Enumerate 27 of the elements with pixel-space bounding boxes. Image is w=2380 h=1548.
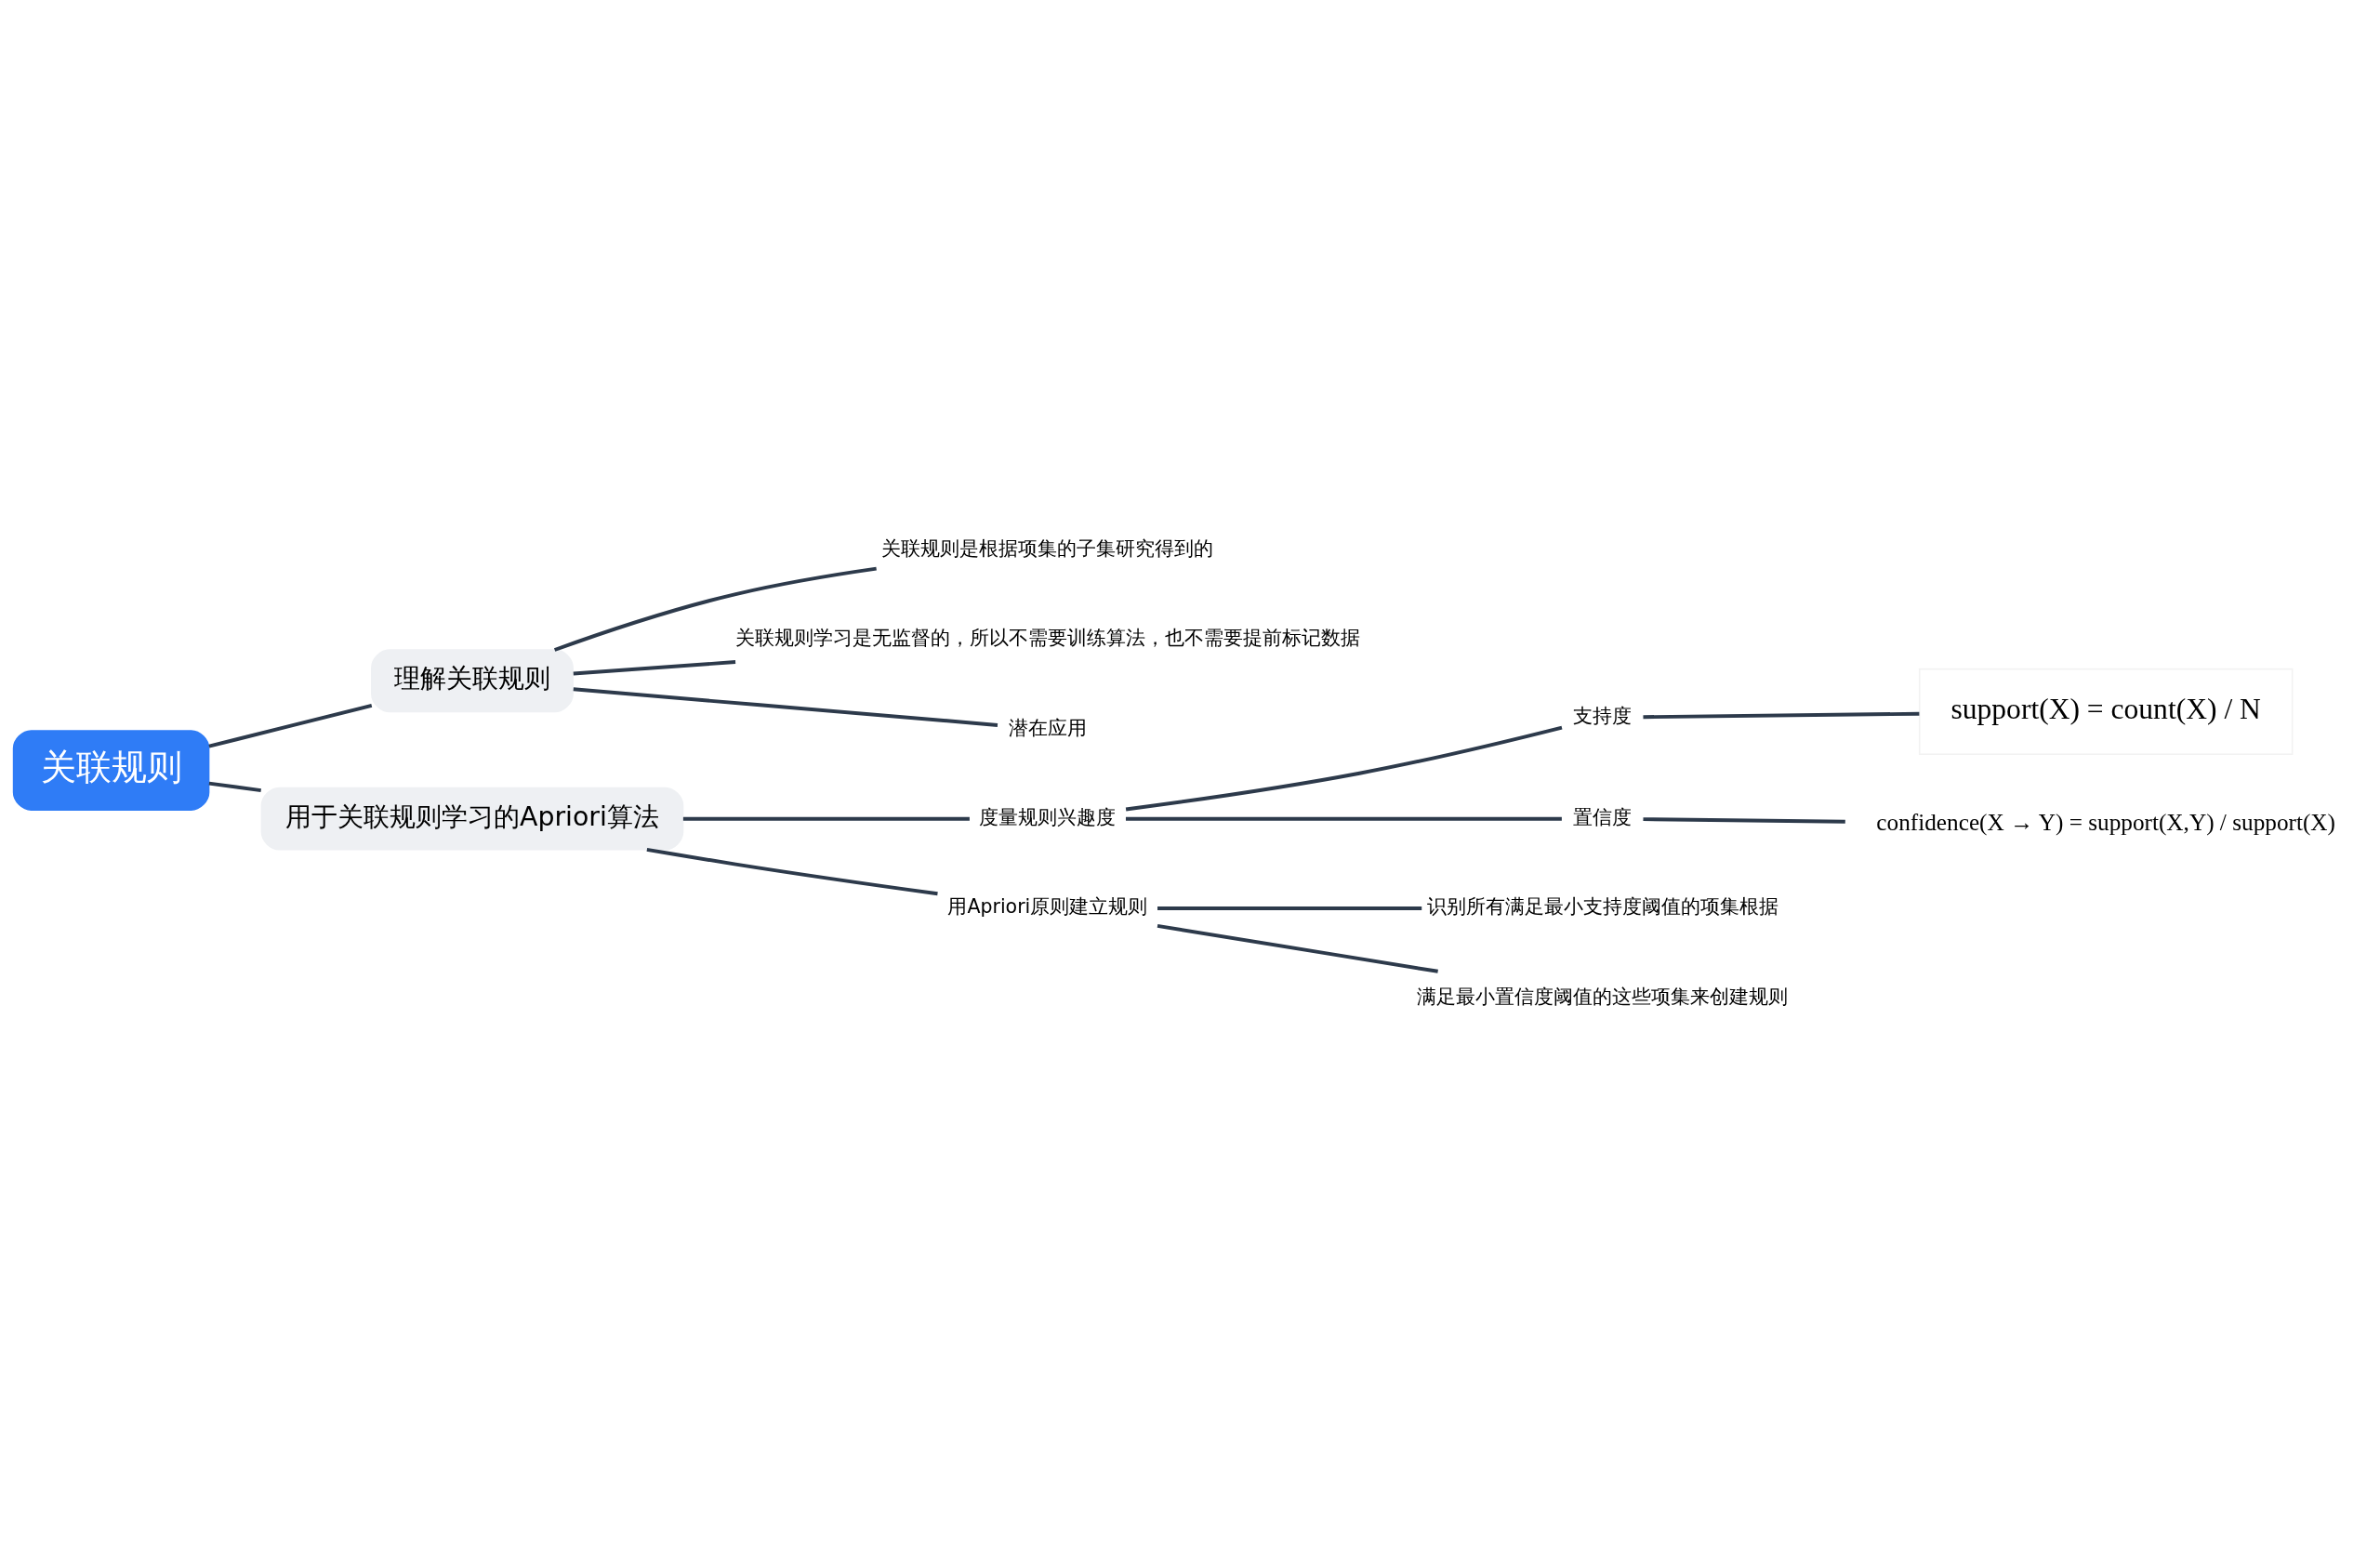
node-box: 用于关联规则学习的Apriori算法 (260, 787, 684, 851)
node-text: 置信度 (1573, 806, 1633, 829)
node-text: 关联规则学习是无监督的，所以不需要训练算法，也不需要提前标记数据 (734, 627, 1360, 650)
connector (208, 704, 373, 748)
node-box: 理解关联规则 (371, 649, 574, 713)
connector (1643, 817, 1845, 824)
node-text: 识别所有满足最小支持度阈值的项集根据 (1426, 895, 1778, 919)
node-text: 关联规则是根据项集的子集研究得到的 (881, 537, 1214, 561)
connector (682, 816, 970, 821)
connector (573, 660, 736, 676)
node-box: 关联规则 (12, 730, 210, 811)
connector (573, 687, 998, 727)
node-text: 潜在应用 (1008, 716, 1087, 739)
node-text: 满足最小置信度阈值的这些项集来创建规则 (1417, 985, 1789, 1008)
connector (553, 566, 877, 652)
connector (1126, 816, 1562, 821)
node-text: 用Apriori原则建立规则 (947, 895, 1148, 919)
node-text: confidence(X → Y) = support(X,Y) / support(X) (1876, 808, 2335, 835)
node-text: 支持度 (1573, 705, 1633, 728)
node-text: 度量规则兴趣度 (979, 806, 1117, 829)
connector (646, 847, 938, 896)
connector (1643, 711, 1920, 720)
connector (1157, 906, 1422, 910)
connector (1125, 725, 1563, 812)
connector (208, 781, 261, 793)
node-box: support(X) = count(X) / N (1918, 668, 2294, 755)
connector (1157, 923, 1438, 973)
